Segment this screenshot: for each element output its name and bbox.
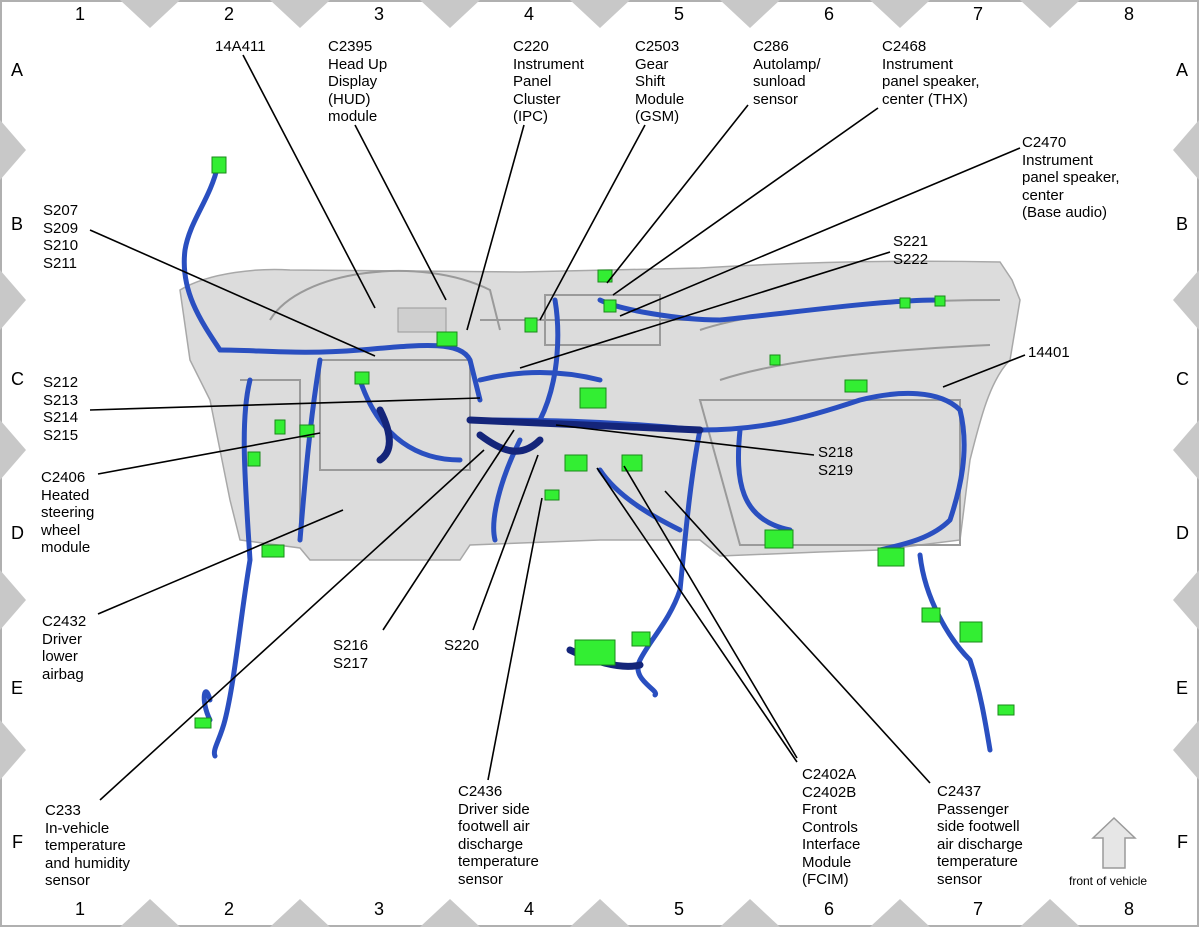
callout-c2436: C2436 Driver side footwell air discharge… [458, 783, 539, 888]
callout-s220: S220 [444, 637, 480, 654]
grid-col-2-top: 2 [224, 4, 235, 24]
grid-col-7-bottom: 7 [973, 899, 984, 919]
instrument-panel [179, 260, 1021, 561]
callout-c2470: C2470 Instrument panel speaker, center (… [1022, 134, 1120, 221]
grid-col-1-top: 1 [75, 4, 86, 24]
grid-col-1-bottom: 1 [75, 899, 86, 919]
callout-c2395: C2395 Head Up Display (HUD) module [328, 38, 388, 125]
grid-col-4-top: 4 [524, 4, 535, 24]
grid-row-c-left: C [11, 369, 24, 389]
callout-s218-s219: S218 S219 [818, 444, 854, 479]
callout-c2437: C2437 Passenger side footwell air discha… [937, 783, 1023, 888]
callout-c2406: C2406 Heated steering wheel module [41, 469, 95, 556]
callout-c286: C286 Autolamp/ sunload sensor [753, 38, 821, 108]
grid-row-e-right: E [1176, 678, 1189, 698]
grid-row-f-right: F [1177, 832, 1188, 852]
grid-col-8-bottom: 8 [1124, 899, 1135, 919]
callout-s216-s217: S216 S217 [333, 637, 369, 672]
callout-c2432: C2432 Driver lower airbag [42, 613, 87, 683]
grid-row-a-right: A [1176, 60, 1189, 80]
callout-s221-s222: S221 S222 [893, 233, 929, 268]
grid-row-b-right: B [1176, 214, 1189, 234]
grid-col-2-bottom: 2 [224, 899, 235, 919]
front-of-vehicle-label: front of vehicle [1069, 874, 1148, 888]
grid-col-3-bottom: 3 [374, 899, 385, 919]
callout-c220: C220 Instrument Panel Cluster (IPC) [513, 38, 584, 125]
grid-col-6-top: 6 [824, 4, 835, 24]
front-arrow-icon [1091, 816, 1137, 869]
grid-row-a-left: A [11, 60, 24, 80]
callout-14401: 14401 [1028, 344, 1070, 361]
callout-c2468: C2468 Instrument panel speaker, center (… [882, 38, 980, 108]
grid-row-e-left: E [11, 678, 24, 698]
callout-c233: C233 In-vehicle temperature and humidity… [45, 802, 131, 889]
grid-col-5-bottom: 5 [674, 899, 685, 919]
hud-window [397, 307, 447, 333]
grid-col-5-top: 5 [674, 4, 685, 24]
grid-row-c-right: C [1176, 369, 1189, 389]
callout-c2503: C2503 Gear Shift Module (GSM) [635, 38, 685, 125]
callout-14a411: 14A411 [215, 38, 266, 55]
grid-col-6-bottom: 6 [824, 899, 835, 919]
grid-col-3-top: 3 [374, 4, 385, 24]
grid-col-8-top: 8 [1124, 4, 1135, 24]
callout-s212-s215: S212 S213 S214 S215 [43, 374, 79, 444]
callout-s207-s211: S207 S209 S210 S211 [43, 202, 79, 272]
grid-row-b-left: B [11, 214, 24, 234]
grid-col-7-top: 7 [973, 4, 984, 24]
grid-row-d-right: D [1176, 523, 1189, 543]
grid-row-d-left: D [11, 523, 24, 543]
grid-row-f-left: F [12, 832, 23, 852]
grid-col-4-bottom: 4 [524, 899, 535, 919]
connectors [194, 156, 1015, 729]
leader-lines [89, 54, 1026, 801]
callout-c2402: C2402A C2402B Front Controls Interface M… [802, 766, 861, 888]
